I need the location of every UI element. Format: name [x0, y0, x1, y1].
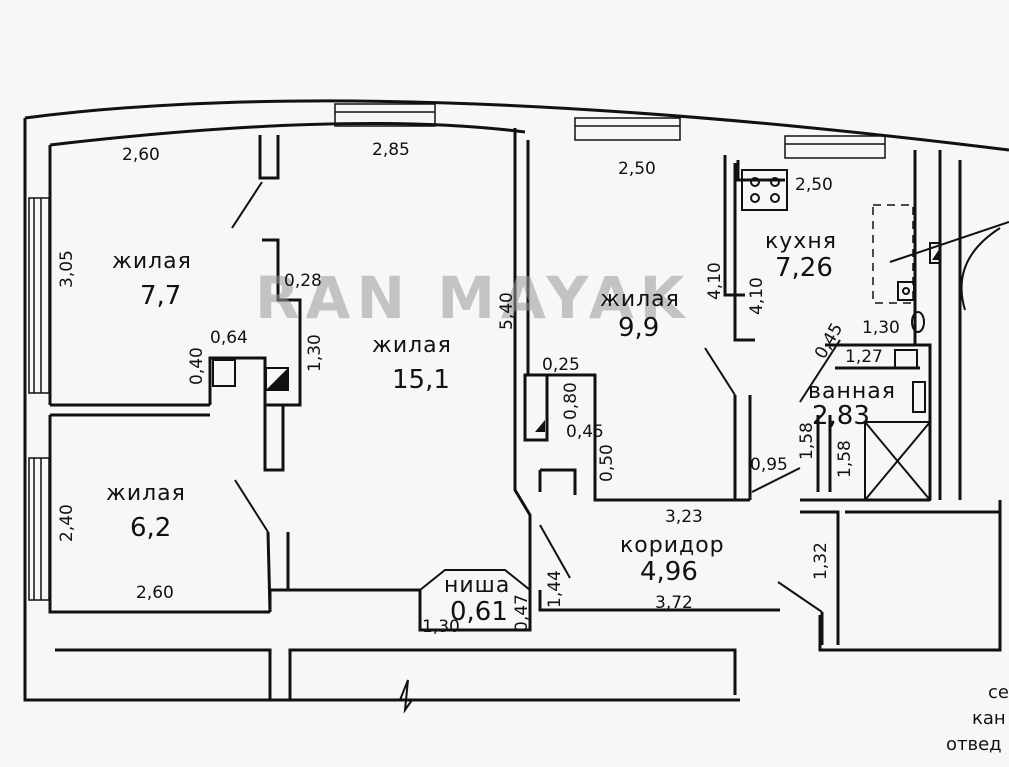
- note-line: отвед: [946, 734, 1002, 755]
- dim-label: 1,30: [862, 318, 900, 338]
- room-area-kitchen: 7,26: [775, 253, 833, 283]
- dim-label: 2,60: [136, 583, 174, 603]
- dim-label: 0,28: [284, 271, 322, 291]
- note-line: кан: [972, 708, 1006, 729]
- dim-label: 3,72: [655, 593, 693, 613]
- top-windows: [334, 103, 886, 159]
- dim-label: 4,10: [705, 262, 725, 300]
- room-area-living-3: 9,9: [618, 313, 659, 343]
- dim-label: 2,60: [122, 145, 160, 165]
- room-name-living-3: жилая: [600, 287, 680, 312]
- dim-label: 4,10: [747, 277, 767, 315]
- room-area-corridor: 4,96: [640, 557, 698, 587]
- dim-label: 0,80: [561, 382, 581, 420]
- room-name-niche: ниша: [444, 573, 510, 598]
- dim-label: 1,30: [305, 334, 325, 372]
- room-labels: жилая 7,7 жилая 15,1 жилая 9,9 кухня 7,2…: [106, 229, 896, 627]
- room-name-corridor: коридор: [620, 533, 725, 558]
- dim-label: 0,45: [566, 422, 604, 442]
- room-area-bathroom: 2,83: [812, 401, 870, 431]
- dim-label: 0,45: [811, 320, 847, 363]
- dim-label: 3,23: [665, 507, 703, 527]
- room-area-living-1: 7,7: [140, 281, 181, 311]
- room-area-niche: 0,61: [450, 597, 508, 627]
- room-name-living-4: жилая: [106, 481, 186, 506]
- dim-label: 1,58: [797, 422, 817, 460]
- interior-walls: [50, 128, 1009, 714]
- dim-label: 0,95: [750, 455, 788, 475]
- dim-label: 0,47: [512, 594, 532, 632]
- note-line: се: [988, 682, 1009, 703]
- dimension-labels: 2,60 2,85 2,50 2,50 3,05 0,28 1,30 0,64 …: [57, 140, 900, 637]
- room-name-living-1: жилая: [112, 249, 192, 274]
- dim-label: 5,40: [497, 292, 517, 330]
- room-area-living-4: 6,2: [130, 513, 171, 543]
- room-name-bathroom: ванная: [808, 379, 896, 404]
- dim-label: 2,40: [57, 504, 77, 542]
- room-name-kitchen: кухня: [765, 229, 837, 254]
- left-windows: [28, 197, 50, 601]
- dim-label: 0,50: [597, 444, 617, 482]
- dim-label: 1,58: [835, 440, 855, 478]
- dim-label: 3,05: [57, 250, 77, 288]
- side-notes: се кан отвед: [946, 682, 1009, 755]
- dim-label: 0,25: [542, 355, 580, 375]
- dim-label: 1,32: [811, 542, 831, 580]
- dim-label: 1,30: [422, 617, 460, 637]
- watermark: RAN MAYAK: [255, 264, 691, 332]
- room-name-living-2: жилая: [372, 333, 452, 358]
- dim-label: 2,50: [618, 159, 656, 179]
- dim-label: 2,85: [372, 140, 410, 160]
- dim-label: 0,64: [210, 328, 248, 348]
- room-area-living-2: 15,1: [392, 365, 450, 395]
- dim-label: 1,44: [545, 570, 565, 608]
- dim-label: 2,50: [795, 175, 833, 195]
- dim-label: 0,40: [187, 347, 207, 385]
- dim-label: 1,27: [845, 347, 883, 367]
